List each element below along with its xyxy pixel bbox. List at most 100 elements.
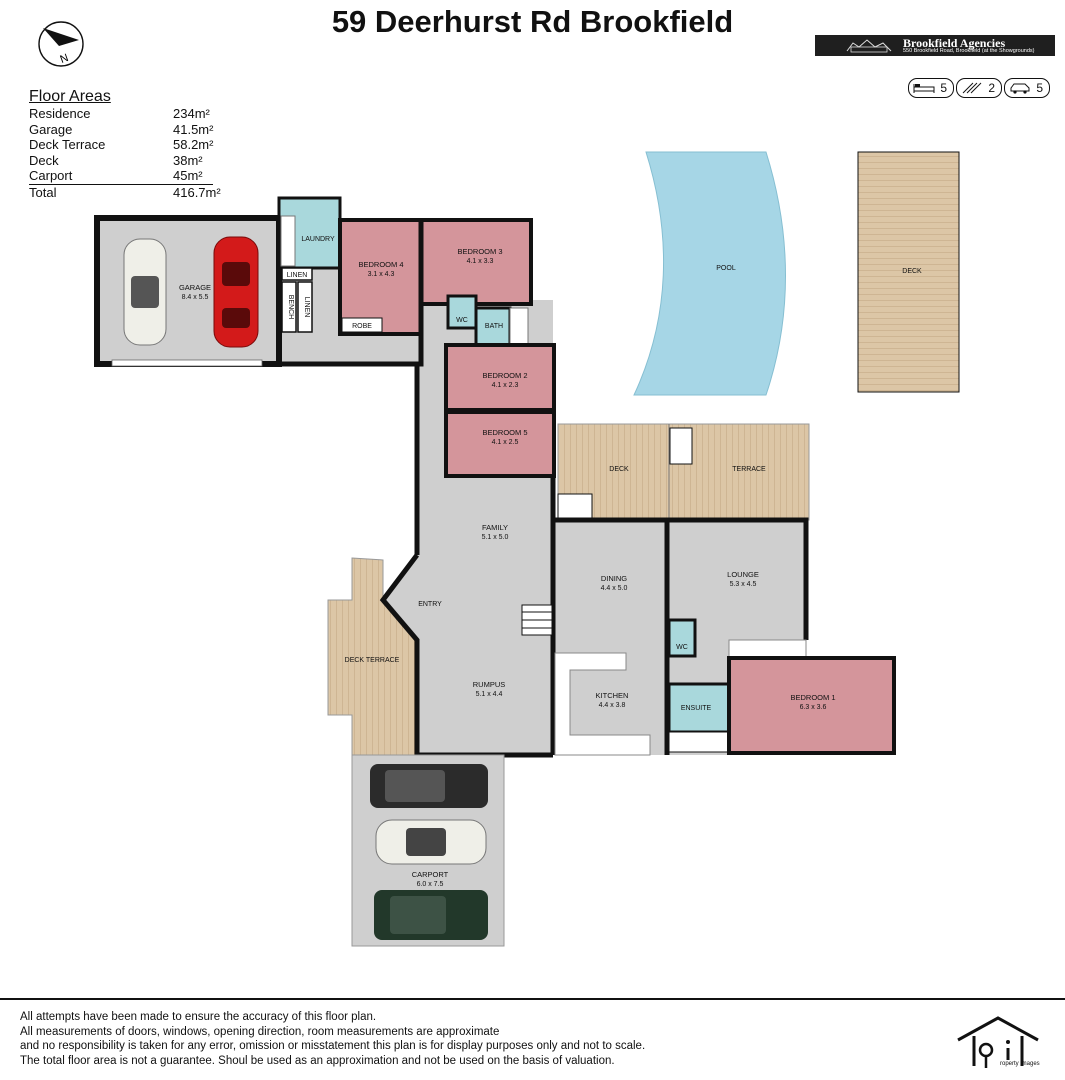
linen1-label: LINEN [287,272,308,279]
disclaimer-line: and no responsibility is taken for any e… [20,1040,646,1053]
entry-room: ENTRY [418,601,442,608]
entry-floor [383,555,417,640]
garage-dims: 8.4 x 5.5 [182,294,209,301]
agency-address: 550 Brookfield Road, Brookfield (at the … [903,48,1035,54]
wc1-room: WC [446,294,478,330]
area-value: 45m² [173,168,203,183]
ensuite-label: ENSUITE [681,705,712,712]
garage-room: GARAGE 8.4 x 5.5 [94,215,282,367]
deck-right: DECK [857,151,960,393]
dining-dims: 4.4 x 5.0 [601,585,628,592]
building-logo-icon [846,39,892,53]
bedroom4-label: BEDROOM 4 [358,260,403,269]
footer-divider [0,998,1065,1000]
lounge-label: LOUNGE [727,570,759,579]
bath-badge: 2 [956,78,1002,98]
carport-label: CARPORT [412,870,449,879]
lounge-room: LOUNGE 5.3 x 4.5 [727,570,807,659]
stairs-family [521,604,553,636]
bedroom5-room: BEDROOM 5 4.1 x 2.5 [444,410,556,478]
north-arrow-icon: N [38,21,84,67]
agency-name: Brookfield Agencies [903,36,1006,50]
area-value: 38m² [173,152,203,168]
bath-count: 2 [988,81,995,95]
wc1-label: WC [456,317,468,324]
bench-label: BENCH [287,295,294,320]
laundry-label: LAUNDRY [301,236,335,243]
compass-label: N [59,52,71,66]
carport-dims: 6.0 x 7.5 [417,881,444,888]
bath-room: BATH [474,306,529,350]
area-label: Garage [29,121,73,137]
bath-icon [962,82,982,94]
bed-count: 5 [940,81,947,95]
garage-label: GARAGE [179,283,211,292]
pool-label: POOL [716,265,736,272]
green-suv [374,890,488,940]
deck-terrace-top: DECK TERRACE [557,423,810,521]
disclaimer-line: All measurements of doors, windows, open… [20,1025,500,1038]
area-row: Carport 45m² [29,168,229,184]
area-label: Deck Terrace [29,137,106,152]
deck-right-label: DECK [902,268,922,275]
terrace-label: TERRACE [732,466,766,473]
area-total-row: Total 416.7m² [29,183,221,202]
ensuite-room: ENSUITE [667,682,731,753]
white-car [123,238,167,346]
family-label: FAMILY [482,523,508,532]
car-icon [1010,83,1030,94]
kitchen-room: KITCHEN 4.4 x 3.8 [554,652,651,756]
bedroom3-dims: 4.1 x 3.3 [467,258,494,265]
robe-label: ROBE [352,323,372,330]
floor-plan: GARAGE 8.4 x 5.5 LAUNDRY LINEN BENCH LIN… [94,151,960,947]
area-value: 234m² [173,106,210,121]
rumpus-label: RUMPUS [473,680,506,689]
family-room: FAMILY 5.1 x 5.0 [482,523,509,541]
bedroom1-label: BEDROOM 1 [790,693,835,702]
bedroom4-room: ROBE BEDROOM 4 3.1 x 4.3 [338,218,423,336]
bedroom2-room: BEDROOM 2 4.1 x 2.3 [444,343,556,412]
bedroom5-dims: 4.1 x 2.5 [492,439,519,446]
bed-icon [913,84,935,93]
floor-areas-heading: Floor Areas [29,88,111,105]
black-suv [370,764,488,808]
bedroom2-dims: 4.1 x 2.3 [492,382,519,389]
car-count: 5 [1036,81,1043,95]
page-title: 59 Deerhurst Rd Brookfield [331,4,734,39]
agency-banner: Brookfield Agencies 550 Brookfield Road,… [815,35,1055,56]
area-total-label: Total [29,184,57,200]
white-coupe [375,819,487,865]
wc2-room: WC [667,618,697,658]
bedroom1-dims: 6.3 x 3.6 [800,704,827,711]
brand-text: roperty images [1000,1061,1040,1067]
linen2-label: LINEN [303,297,310,318]
house-camera-logo-icon [957,1016,1039,1068]
area-row: Residence 234m² [29,106,229,122]
area-row: Deck 38m² [29,153,229,169]
dining-room: DINING 4.4 x 5.0 [601,574,628,592]
bed-badge: 5 [908,78,954,98]
area-value: 58.2m² [173,137,214,152]
area-label: Deck [29,152,59,168]
car-badge: 5 [1004,78,1050,98]
area-row: Deck Terrace 58.2m² [29,137,229,153]
area-total-value: 416.7m² [173,184,221,200]
disclaimer-line: All attempts have been made to ensure th… [20,1011,377,1023]
kitchen-dims: 4.4 x 3.8 [599,702,626,709]
kitchen-label: KITCHEN [596,691,629,700]
red-car [213,236,259,348]
bedroom5-label: BEDROOM 5 [482,428,527,437]
disclaimer-line: The total floor area is not a guarantee.… [20,1054,615,1067]
disclaimer: All attempts have been made to ensure th… [20,1010,645,1068]
bedroom4-dims: 3.1 x 4.3 [368,271,395,278]
area-value: 41.5m² [173,121,214,137]
bath-label: BATH [485,323,503,330]
bedroom3-room: BEDROOM 3 4.1 x 3.3 [419,218,533,306]
area-label: Residence [29,106,91,121]
area-label: Carport [29,168,73,183]
wc2-label: WC [676,644,688,651]
bedroom2-label: BEDROOM 2 [482,371,527,380]
pool: POOL [633,151,786,396]
family-dims: 5.1 x 5.0 [482,534,509,541]
